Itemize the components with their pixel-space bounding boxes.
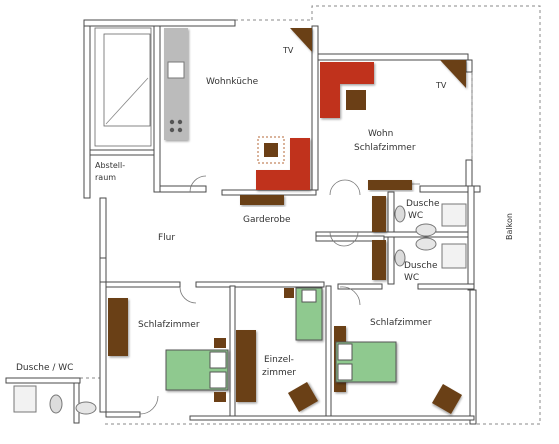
pillow bbox=[209, 371, 227, 389]
desk bbox=[236, 330, 256, 402]
wardrobe bbox=[108, 298, 128, 356]
label-wohn: Wohn bbox=[368, 129, 393, 139]
label-tv-living: TV bbox=[435, 81, 447, 90]
pillow bbox=[337, 343, 353, 361]
label-zimmer: zimmer bbox=[262, 368, 296, 378]
label-dusche-wc-left: Dusche / WC bbox=[16, 363, 73, 373]
coffee-table bbox=[257, 136, 285, 164]
label-garderobe: Garderobe bbox=[243, 215, 291, 225]
label-flur: Flur bbox=[158, 233, 175, 243]
shower-icon bbox=[13, 385, 37, 413]
pillow bbox=[209, 351, 227, 369]
abstellraum-shelf bbox=[94, 27, 152, 147]
label-abstellraum-1: Abstell- bbox=[95, 161, 125, 170]
coffee-table-inner bbox=[346, 90, 366, 110]
toilet-icon bbox=[49, 394, 63, 414]
label-dusche-mid: Dusche bbox=[404, 261, 438, 271]
label-tv-kitchen: TV bbox=[282, 46, 294, 55]
sink-icon bbox=[415, 223, 437, 237]
walls bbox=[5, 19, 481, 425]
shower-icon bbox=[441, 203, 467, 227]
abstellraum-box bbox=[103, 33, 151, 127]
label-einzel: Einzel- bbox=[264, 355, 294, 365]
pillow bbox=[301, 289, 317, 303]
sofa-icon bbox=[256, 138, 310, 190]
sink-icon bbox=[167, 61, 185, 79]
nightstand bbox=[284, 288, 294, 298]
armchair-icon bbox=[431, 383, 463, 415]
label-abstellraum-2: raum bbox=[95, 173, 116, 182]
vanity bbox=[372, 196, 386, 232]
wardrobe bbox=[368, 180, 412, 190]
sink-icon bbox=[75, 401, 97, 415]
pillow bbox=[337, 363, 353, 381]
label-wohnkueche: Wohnküche bbox=[206, 77, 259, 87]
kitchen-counter bbox=[164, 28, 188, 140]
label-wc-top: WC bbox=[408, 211, 423, 221]
toilet-icon bbox=[394, 249, 406, 267]
nightstand bbox=[214, 392, 226, 402]
balcony-outline bbox=[311, 5, 541, 425]
abstellraum-diagonal bbox=[105, 77, 149, 125]
toilet-icon bbox=[394, 205, 406, 223]
label-wc-mid: WC bbox=[404, 273, 419, 283]
doors bbox=[139, 72, 473, 415]
label-balkon: Balkon bbox=[505, 213, 514, 240]
stove-icon bbox=[169, 119, 183, 133]
sink-icon bbox=[415, 237, 437, 251]
label-schlafzimmer-right: Schlafzimmer bbox=[370, 318, 432, 328]
wardrobe bbox=[240, 195, 284, 205]
label-dusche-top: Dusche bbox=[406, 199, 440, 209]
label-schlafzimmer-living: Schlafzimmer bbox=[354, 143, 416, 153]
label-schlafzimmer-left: Schlafzimmer bbox=[138, 320, 200, 330]
vanity bbox=[372, 240, 386, 280]
shower-icon bbox=[441, 243, 467, 269]
coffee-table-inner bbox=[264, 143, 278, 157]
sofa-icon bbox=[320, 62, 374, 118]
tv-icon bbox=[440, 60, 466, 88]
nightstand bbox=[214, 338, 226, 348]
armchair-icon bbox=[287, 381, 319, 413]
tv-icon bbox=[290, 28, 312, 52]
